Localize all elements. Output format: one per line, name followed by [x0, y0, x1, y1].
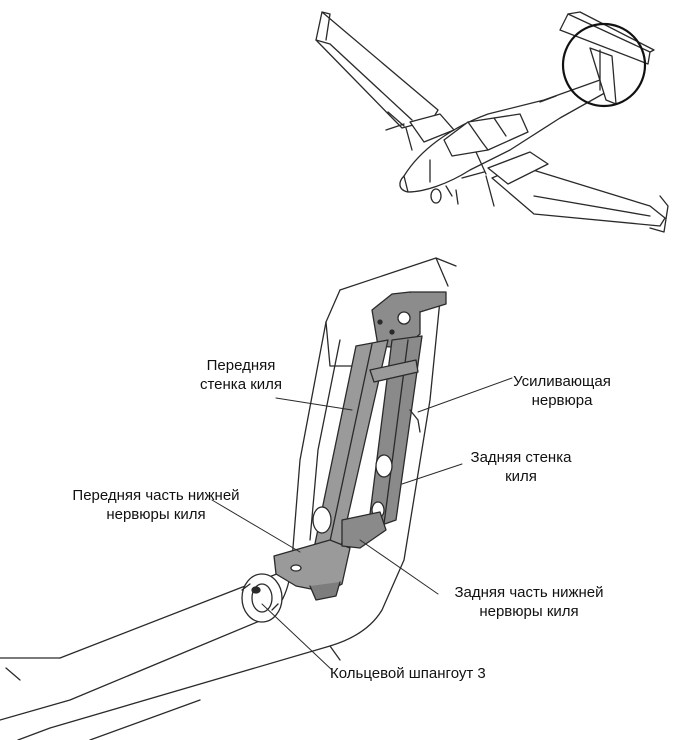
- label-reinforcing-rib-line2: нервюра: [531, 392, 593, 409]
- label-rear-spar-line1: Задняя стенка: [470, 449, 572, 466]
- leader-ring-frame: [261, 603, 333, 671]
- ring-frame-part: [241, 573, 283, 623]
- leader-front-spar: [275, 397, 353, 411]
- detail-circle: [561, 22, 647, 108]
- leader-rear-spar: [401, 463, 463, 485]
- label-reinforcing-rib-line1: Усиливающая: [513, 373, 611, 390]
- leader-front-lower-rib: [211, 499, 301, 553]
- label-front-spar-line1: Передняя: [206, 357, 276, 374]
- label-ring-frame: Кольцевой шпангоут 3: [330, 665, 486, 682]
- leader-reinforcing-rib: [417, 377, 513, 413]
- label-rear-lower-rib-line2: нервюры киля: [479, 603, 579, 620]
- top-bracket: [371, 291, 447, 349]
- leader-rear-lower-rib: [359, 539, 439, 595]
- label-front-lower-rib-line2: нервюры киля: [106, 506, 206, 523]
- label-front-lower-rib-line1: Передняя часть нижней: [72, 487, 240, 504]
- label-front-spar-line2: стенка киля: [199, 376, 283, 393]
- rear-spar-hole: [375, 454, 393, 478]
- lower-rib-rear-part: [341, 511, 387, 549]
- label-rear-lower-rib: Задняя часть нижней нервюры киля: [424, 583, 634, 621]
- front-spar-hole: [312, 506, 332, 534]
- label-front-lower-rib: Передняя часть нижней нервюры киля: [36, 486, 276, 524]
- label-rear-spar-line2: киля: [505, 468, 537, 485]
- leader-lines: [211, 377, 513, 671]
- label-reinforcing-rib: Усиливающая нервюра: [502, 372, 622, 410]
- label-rear-spar: Задняя стенка киля: [446, 448, 596, 486]
- label-front-spar: Передняя стенка киля: [186, 356, 296, 394]
- aircraft-overview: [315, 11, 669, 233]
- reinforcing-rib-part: [369, 359, 419, 383]
- label-rear-lower-rib-line1: Задняя часть нижней: [454, 584, 604, 601]
